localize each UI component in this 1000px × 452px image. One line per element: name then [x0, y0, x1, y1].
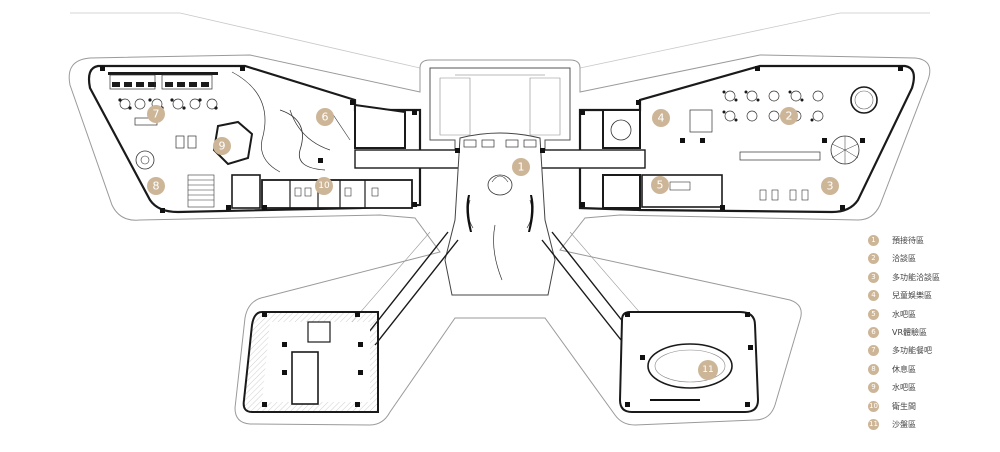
legend-label: 洽談區	[892, 254, 916, 264]
legend-label: 多功能洽談區	[892, 272, 940, 282]
svg-text:6: 6	[322, 111, 329, 124]
room-marker-8: 8	[147, 177, 165, 195]
svg-text:5: 5	[657, 179, 664, 192]
room-marker-2: 2	[780, 107, 798, 125]
legend-item-7: 7 多功能餐吧	[868, 344, 993, 362]
legend-marker: 8	[868, 363, 879, 375]
room-marker-4: 4	[652, 109, 670, 127]
lower-left-wing	[242, 311, 379, 413]
legend-item-11: 11 沙盤區	[868, 418, 993, 436]
legend-marker: 4	[868, 290, 879, 302]
legend-item-8: 8 休息區	[868, 363, 993, 381]
room-marker-5: 5	[651, 176, 669, 194]
legend-item-5: 5 水吧區	[868, 308, 993, 326]
legend-marker: 7	[868, 345, 879, 357]
svg-text:3: 3	[827, 180, 834, 193]
legend-label: 衛生間	[892, 401, 916, 411]
room-marker-6: 6	[316, 108, 334, 126]
room-marker-1: 1	[512, 158, 530, 176]
room-marker-9: 9	[213, 137, 231, 155]
legend-item-6: 6 VR體驗區	[868, 326, 993, 344]
legend-item-1: 1 預接待區	[868, 234, 993, 252]
legend-label: 休息區	[892, 364, 916, 374]
legend-item-9: 9 水吧區	[868, 381, 993, 399]
svg-text:8: 8	[153, 180, 160, 193]
legend-marker: 11	[868, 418, 879, 430]
legend-marker: 6	[868, 326, 879, 338]
legend-marker: 2	[868, 253, 879, 265]
legend-label: 預接待區	[892, 236, 924, 245]
legend-label: VR體驗區	[892, 327, 928, 337]
room-markers: 1 2 3 4 5 6 7 8 9 10 11	[147, 105, 839, 380]
room-marker-7: 7	[147, 105, 165, 123]
legend-marker: 10	[868, 400, 879, 412]
legend-label: 水吧區	[892, 383, 916, 393]
legend-item-3: 3 多功能洽談區	[868, 271, 993, 289]
legend-label: 多功能餐吧	[892, 346, 932, 356]
svg-text:2: 2	[786, 110, 793, 123]
site-boundary	[70, 12, 930, 69]
legend-marker: 5	[868, 308, 879, 320]
room-marker-11: 11	[698, 360, 718, 380]
svg-text:1: 1	[518, 161, 525, 174]
svg-text:4: 4	[658, 112, 665, 125]
legend-marker: 3	[868, 271, 879, 283]
building-outline	[68, 54, 931, 426]
legend-label: 沙盤區	[892, 419, 916, 429]
left-wing	[87, 64, 422, 214]
svg-text:7: 7	[153, 108, 160, 121]
legend-item-10: 10 衛生間	[868, 400, 993, 418]
room-marker-3: 3	[821, 177, 839, 195]
svg-text:9: 9	[219, 140, 226, 153]
legend-marker: 1	[868, 235, 879, 246]
right-wing	[578, 64, 915, 214]
room-marker-10: 10	[315, 177, 333, 195]
legend-label: 兒童娛樂區	[892, 291, 932, 301]
legend-label: 水吧區	[892, 309, 916, 319]
legend-item-4: 4 兒童娛樂區	[868, 289, 993, 307]
legend-marker: 9	[868, 382, 879, 394]
legend-item-2: 2 洽談區	[868, 252, 993, 270]
svg-text:11: 11	[702, 365, 713, 375]
legend: 1 預接待區 2 洽談區 3 多功能洽談區 4 兒童娛樂區 5 水吧區 6 VR…	[868, 234, 993, 436]
central-hall	[354, 67, 646, 296]
svg-text:10: 10	[318, 181, 330, 191]
lower-right-wing	[618, 311, 760, 413]
